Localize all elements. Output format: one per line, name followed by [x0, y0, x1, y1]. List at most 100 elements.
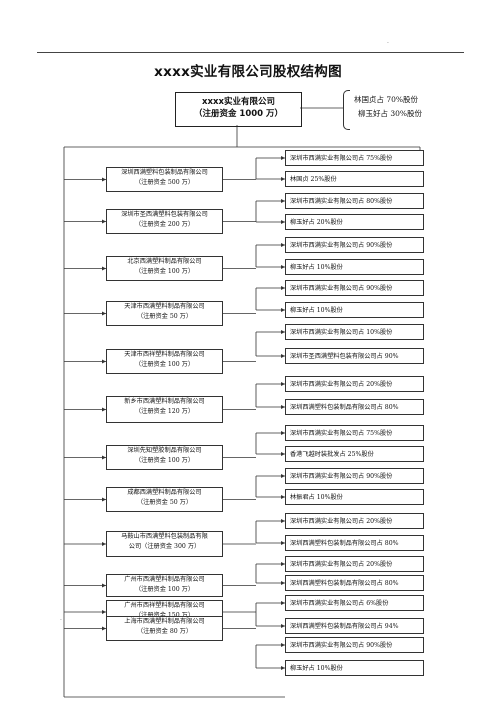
subsidiary-capital: （注册资金 50 万）: [136, 499, 193, 506]
owner-arrow: [281, 177, 285, 181]
owner-arrow: [281, 624, 285, 628]
subsidiary-capital: （注册资金 100 万）: [134, 586, 195, 593]
left-dot: .: [60, 615, 62, 622]
owner-arrow: [281, 431, 285, 435]
ownership-box: 深圳市西满实业有限公司占 6%股份: [285, 595, 424, 611]
parent-company-box: xxxx实业有限公司 （注册资金 1000 万）: [175, 92, 302, 127]
owner-arrow: [281, 199, 285, 203]
ownership-box: 深圳市西满实业有限公司占 75%股份: [285, 150, 424, 166]
subsidiary-capital: （注册资金 200 万）: [134, 221, 195, 228]
subsidiary-name: 广州市西祥塑料制品有限公司: [124, 602, 205, 609]
subsidiary-box: 深圳西满塑料包装制品有限公司 （注册资金 500 万）: [106, 167, 223, 192]
subsidiary-name: 上海市西满塑料制品有限公司: [124, 618, 205, 625]
ownership-box: 柳玉好占 10%股份: [285, 660, 424, 676]
header-dot: .: [387, 38, 389, 45]
subsidiary-name: 深圳先知塑胶制品有限公司: [127, 447, 202, 454]
ownership-box: 香港飞越时装批发占 25%股份: [285, 446, 424, 462]
subsidiary-name: 广州市西满塑料制品有限公司: [124, 576, 205, 583]
ownership-box: 深圳市西满实业有限公司占 90%股份: [285, 468, 424, 484]
subsidiary-box: 上海市西满塑料制品有限公司 （注册资金 80 万）: [106, 616, 223, 641]
subsidiary-box: 天津市西满塑料制品有限公司（注册资金 50 万）: [106, 301, 223, 326]
branch-arrow: [102, 177, 106, 182]
shareholder-2: 柳玉好占 30%股份: [358, 109, 423, 118]
subsidiary-name: 天津市西满塑料制品有限公司: [124, 303, 205, 310]
subsidiary-name: 深圳西满塑料包装制品有限公司: [121, 169, 208, 176]
ownership-box: 深圳市西满实业有限公司占 75%股份: [285, 425, 424, 441]
subsidiary-capital: （注册资金 500 万）: [134, 179, 195, 186]
subsidiary-box: 新乡市西满塑料制品有限公司 （注册资金 120 万）: [106, 396, 223, 423]
ownership-box: 深圳市西满实业有限公司占 10%股份: [285, 324, 424, 340]
owner-arrow: [281, 265, 285, 269]
header-rule: [37, 52, 464, 53]
owner-arrow: [281, 220, 285, 224]
subsidiary-box: 天津市西祥塑料制品有限公司 （注册资金 100 万）: [106, 349, 223, 374]
subsidiary-box: 马鞍山市西满塑料包装制品有限公司（注册资金 300 万）: [106, 531, 223, 557]
subsidiary-box: 深圳先知塑胶制品有限公司 （注册资金 100 万）: [106, 445, 223, 470]
branch-arrow: [102, 407, 106, 412]
ownership-box: 深圳市圣西满塑料包装有限公司占 90%: [285, 348, 424, 364]
owner-arrow: [281, 519, 285, 523]
subsidiary-box: 深圳市圣西满塑料包装有限公司 （注册资金 200 万）: [106, 209, 223, 234]
ownership-box: 柳玉好占 10%股份: [285, 259, 424, 275]
branch-arrow: [102, 542, 106, 546]
branch-arrow: [102, 219, 106, 224]
subsidiary-name: 深圳市圣西满塑料包装有限公司: [121, 211, 208, 218]
ownership-box: 深圳市西满实业有限公司占 90%股份: [285, 280, 424, 296]
subsidiary-box: 广州市西满塑料制品有限公司 （注册资金 100 万）: [106, 574, 223, 597]
subsidiary-capital: （注册资金 80 万）: [136, 628, 193, 635]
subsidiary-name: 北京西满塑料制品有限公司: [127, 258, 202, 265]
subsidiary-name: 成都西满塑料制品有限公司: [127, 489, 202, 496]
owner-arrow: [281, 354, 285, 358]
ownership-box: 深圳西满塑料包装制品有限公司占 80%: [285, 535, 424, 551]
owner-arrow: [281, 581, 285, 585]
owner-arrow: [281, 243, 285, 247]
branch-arrow: [102, 626, 106, 631]
owner-arrow: [281, 666, 285, 670]
ownership-box: 深圳市西满实业有限公司占 20%股份: [285, 513, 424, 529]
subsidiary-name: 新乡市西满塑料制品有限公司: [124, 398, 205, 405]
owner-arrow: [281, 541, 285, 545]
ownership-box: 深圳西满塑料包装制品有限公司占 94%: [285, 618, 424, 634]
subsidiary-capital: （注册资金 100 万）: [134, 361, 195, 368]
subsidiary-capital: （注册资金 150 万）: [107, 611, 222, 621]
branch-arrow: [102, 359, 106, 364]
branch-arrow: [102, 455, 106, 460]
ownership-box: 深圳西满塑料包装制品有限公司占 80%: [285, 399, 424, 415]
owner-arrow: [281, 308, 285, 312]
ownership-box: 柳玉好占 10%股份: [285, 302, 424, 318]
subsidiary-capital: （注册资金 100 万）: [134, 268, 195, 275]
owner-arrow: [281, 495, 285, 499]
owner-arrow: [281, 601, 285, 605]
parent-company-name: xxxx实业有限公司: [202, 97, 275, 107]
ownership-box: 深圳市西满实业有限公司占 20%股份: [285, 556, 424, 572]
ownership-box: 深圳市西满实业有限公司占 20%股份: [285, 376, 424, 392]
ownership-box: 林振君占 10%股份: [285, 489, 424, 505]
ownership-box: 深圳市西满实业有限公司占 90%股份: [285, 237, 424, 253]
owner-arrow: [281, 474, 285, 478]
shareholder-brace: [343, 90, 350, 130]
ownership-box: 柳玉好占 20%股份: [285, 214, 424, 230]
subsidiary-box: 成都西满塑料制品有限公司 （注册资金 50 万）: [106, 487, 223, 512]
owner-arrow: [281, 330, 285, 334]
ownership-box: 深圳市西满实业有限公司占 80%股份: [285, 193, 424, 209]
owner-arrow: [281, 643, 285, 647]
owner-arrow: [281, 562, 285, 566]
branch-arrow: [102, 311, 106, 316]
subsidiary-capital: （注册资金 100 万）: [134, 457, 195, 464]
ownership-box: 林国贞 25%股份: [285, 171, 424, 187]
subsidiary-capital: （注册资金 120 万）: [134, 408, 195, 415]
subsidiary-capital: 公司（注册资金 300 万）: [128, 543, 201, 550]
branch-arrow: [102, 266, 106, 271]
ownership-box: 深圳市西满实业有限公司占 90%股份: [285, 637, 424, 653]
subsidiary-name: 天津市西祥塑料制品有限公司: [124, 351, 205, 358]
parent-company-capital: （注册资金 1000 万）: [193, 109, 284, 119]
subsidiary-box: 北京西满塑料制品有限公司 （注册资金 100 万）: [106, 256, 223, 281]
owner-arrow: [281, 405, 285, 409]
branch-arrow: [102, 497, 106, 502]
owner-arrow: [281, 156, 285, 160]
owner-arrow: [281, 452, 285, 456]
owner-arrow: [281, 382, 285, 386]
owner-arrow: [281, 286, 285, 290]
subsidiary-name: 马鞍山市西满塑料包装制品有限: [121, 533, 208, 540]
